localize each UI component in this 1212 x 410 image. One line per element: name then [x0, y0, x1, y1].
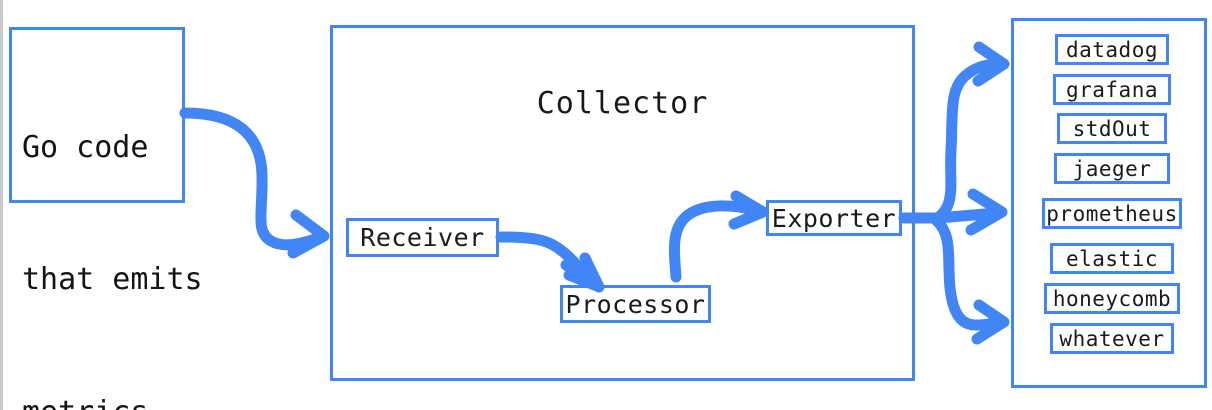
destination-item[interactable]: whatever	[1050, 323, 1174, 354]
destination-item[interactable]: prometheus	[1042, 198, 1182, 229]
source-line-2: that emits	[22, 262, 203, 298]
processor-box: Processor	[560, 285, 711, 323]
go-code-source-box: Go code that emits metrics	[9, 27, 203, 410]
exporter-box: Exporter	[766, 200, 902, 236]
destination-item[interactable]: datadog	[1055, 34, 1169, 65]
collector-title: Collector	[536, 86, 709, 121]
receiver-box: Receiver	[346, 218, 499, 257]
destination-item[interactable]: stdOut	[1057, 113, 1167, 144]
destination-item[interactable]: grafana	[1053, 74, 1171, 105]
destination-item[interactable]: jaeger	[1054, 153, 1170, 184]
destinations-container: datadog grafana stdOut jaeger prometheus elas…	[1011, 18, 1207, 388]
arrow-exporter-to-destinations-middle	[932, 188, 1008, 236]
arrow-exporter-to-destinations-bottom	[930, 214, 1010, 345]
source-line-1: Go code	[22, 130, 149, 166]
arrow-source-to-receiver	[179, 107, 330, 259]
source-line-3: metrics	[22, 391, 172, 410]
destination-item[interactable]: honeycomb	[1044, 283, 1180, 314]
destination-item[interactable]: elastic	[1050, 243, 1174, 274]
arrow-exporter-to-destinations-top	[930, 41, 1010, 225]
